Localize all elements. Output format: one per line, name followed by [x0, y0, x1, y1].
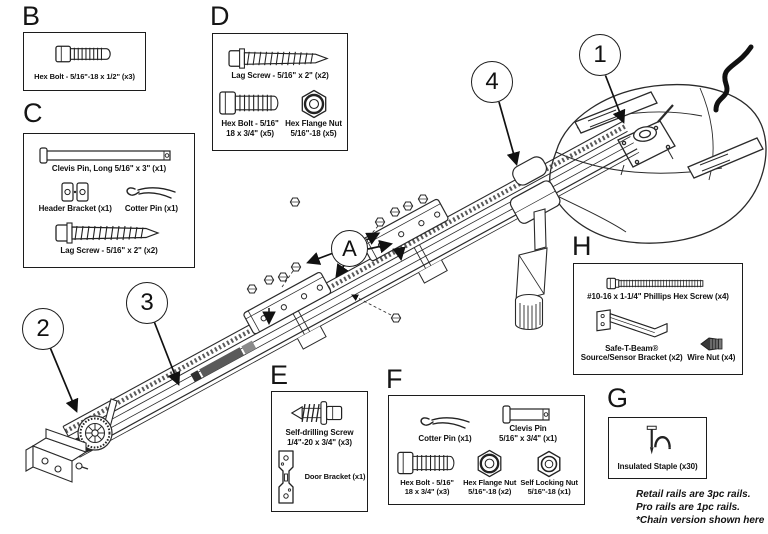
part-label: Cotter Pin (x1) [418, 433, 472, 443]
splice-plate [243, 271, 332, 335]
parts-box-h: #10-16 x 1-1/4" Phillips Hex Screw (x4) … [573, 263, 743, 375]
mounting-strap [687, 137, 764, 179]
lag-screw-icon [55, 222, 160, 244]
part-label: Safe-T-Beam® [605, 343, 659, 353]
part-label: Door Bracket (x1) [304, 472, 366, 482]
footnotes: Retail rails are 3pc rails. Pro rails ar… [636, 488, 764, 528]
safetbeam-bracket-icon [596, 308, 668, 338]
idler-pulley-assembly [25, 398, 118, 483]
section-letter-f: F [386, 364, 403, 394]
part-label: #10-16 x 1-1/4" Phillips Hex Screw (x4) [587, 292, 729, 302]
parts-box-d: Lag Screw - 5/16" x 2" (x2) Hex Bolt - 5… [212, 33, 348, 151]
footnote-line: Pro rails are 1pc rails. [636, 502, 740, 514]
cotter-pin-icon [126, 186, 177, 199]
limit-sleeve [512, 156, 548, 186]
section-letter-e: E [270, 360, 289, 390]
parts-box-e: Self-drilling Screw 1/4"-20 x 3/4" (x3) … [271, 391, 368, 512]
section-letter-c: C [23, 98, 43, 128]
clevis-pin-long-icon [39, 146, 171, 164]
parts-box-c: Clevis Pin, Long 5/16" x 3" (x1) Header … [23, 133, 195, 268]
parts-box-f: Cotter Pin (x1) Clevis Pin 5/16" x 3/4" … [388, 395, 585, 505]
section-letter-g: G [607, 383, 629, 413]
footnote-line: *Chain version shown here [636, 515, 765, 527]
hex-bolt-icon [219, 91, 279, 115]
hex-flange-nut-icon [477, 449, 502, 477]
callout-1: 1 [579, 34, 621, 76]
part-label: Self-drilling Screw [285, 428, 354, 438]
self-locking-nut-icon [537, 450, 561, 477]
parts-box-b: Hex Bolt - 5/16"-18 x 1/2" (x3) [23, 32, 146, 91]
part-label: Hex Flange Nut [285, 119, 342, 129]
part-label: Cotter Pin (x1) [124, 203, 178, 213]
part-label: Lag Screw - 5/16" x 2" (x2) [231, 70, 329, 80]
rail-warning-label [190, 340, 257, 383]
part-label: Header Bracket (x1) [38, 203, 112, 213]
part-label: Hex Bolt - 5/16" [400, 477, 454, 487]
door-bracket-icon [277, 450, 294, 504]
powerhead-unit [520, 44, 767, 244]
wire-nut-icon [700, 337, 723, 351]
callout-3: 3 [126, 282, 168, 324]
clevis-pin-icon [502, 405, 550, 424]
insulated-staple-icon [646, 426, 671, 455]
part-label: Self Locking Nut [520, 477, 578, 487]
hex-flange-nut-icon [301, 89, 326, 119]
part-label: Clevis Pin [509, 424, 547, 434]
self-drilling-screw-icon [290, 401, 342, 426]
part-label: Clevis Pin, Long 5/16" x 3" (x1) [51, 163, 167, 173]
part-label: 18 x 3/4" (x5) [226, 128, 274, 138]
part-label: Lag Screw - 5/16" x 2" (x2) [60, 245, 158, 255]
footnote-line: Retail rails are 3pc rails. [636, 489, 751, 500]
section-letter-b: B [22, 1, 41, 31]
part-label: Hex Bolt - 5/16"-18 x 1/2" (x3) [34, 71, 135, 81]
part-label: 1/4"-20 x 3/4" (x3) [287, 437, 352, 447]
part-label: 5/16"-18 (x5) [290, 128, 337, 138]
part-label: 5/16"-18 (x2) [468, 486, 512, 496]
part-label: Source/Sensor Bracket (x2) [580, 353, 683, 363]
parts-box-g: Insulated Staple (x30) [608, 417, 707, 479]
hex-bolt-icon [54, 45, 111, 63]
part-label: Hex Bolt - 5/16" [221, 119, 279, 129]
callout-a: A [331, 230, 368, 267]
section-letter-d: D [210, 1, 230, 31]
lag-screw-icon [228, 48, 329, 69]
cotter-pin-icon [420, 416, 470, 429]
part-label: Hex Flange Nut [463, 477, 517, 487]
header-bracket-icon [61, 182, 89, 202]
part-label: Wire Nut (x4) [687, 353, 736, 363]
phillips-hex-screw-icon [606, 277, 704, 290]
part-label: 18 x 3/4" (x3) [404, 486, 450, 496]
rail [62, 121, 640, 458]
section-letter-h: H [572, 231, 592, 261]
hex-bolt-icon [397, 451, 455, 474]
callout-2: 2 [22, 308, 64, 350]
part-label: Insulated Staple (x30) [617, 461, 698, 471]
power-cord [713, 44, 754, 113]
part-label: 5/16" x 3/4" (x1) [499, 433, 557, 443]
callout-4: 4 [471, 61, 513, 103]
part-label: 5/16"-18 (x1) [527, 486, 571, 496]
hanging-chain-bundle [514, 208, 548, 331]
